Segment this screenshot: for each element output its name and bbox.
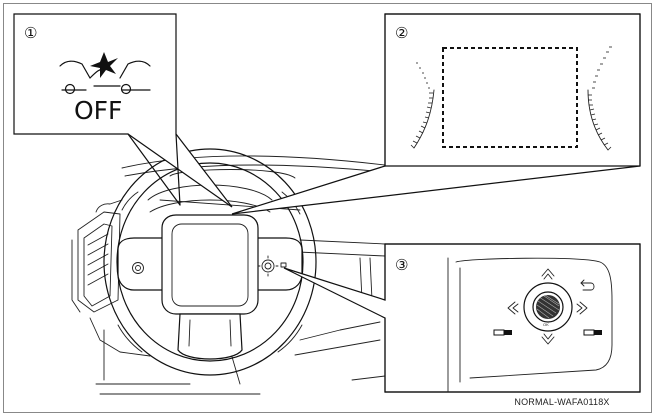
callout-panel-2: ② — [231, 13, 641, 215]
left-arrow-icon — [507, 301, 519, 315]
left-gauge-scale — [410, 62, 435, 149]
callout-number-3: ③ — [395, 256, 408, 274]
callout-panel-1: ① OFF — [13, 13, 233, 208]
display-screen-outline — [442, 47, 578, 148]
ok-label: OK — [543, 322, 549, 327]
multi-function-dial: OK — [523, 282, 573, 332]
callout-panel-3: ③ — [283, 243, 641, 393]
leader-lines — [127, 133, 181, 206]
right-gauge-scale — [587, 46, 612, 151]
diagram-frame — [3, 3, 652, 413]
callout-number-2: ② — [395, 24, 408, 42]
left-tile-icon — [493, 329, 512, 336]
up-arrow-icon — [541, 268, 555, 280]
back-icon — [580, 279, 595, 291]
indicator-off-text: OFF — [74, 96, 122, 125]
vehicle-dynamic-control-off-icon — [59, 52, 151, 95]
down-arrow-icon — [541, 333, 555, 345]
right-arrow-icon — [576, 301, 588, 315]
callout-number-1: ① — [24, 24, 37, 42]
right-tile-icon — [583, 329, 602, 336]
reference-code: NORMAL-WAFA0118X — [514, 397, 609, 407]
steering-wheel — [103, 148, 317, 376]
